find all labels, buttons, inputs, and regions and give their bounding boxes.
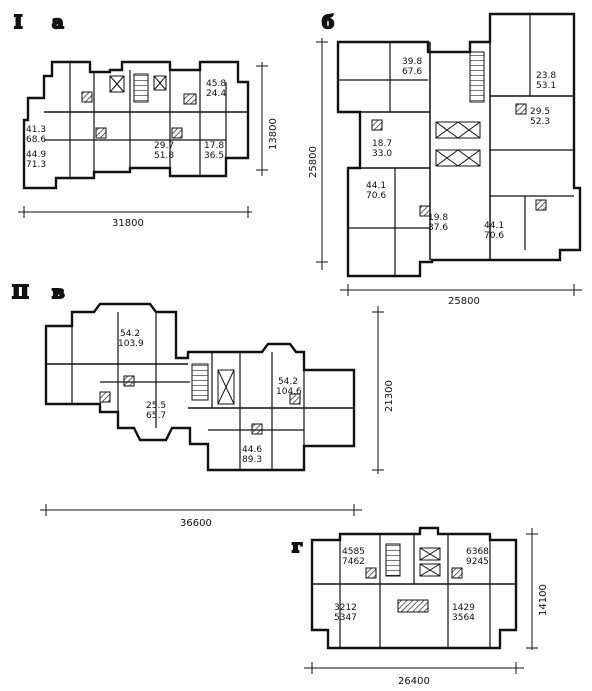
plan-label-a: а: [52, 12, 64, 33]
plan-label-b: б: [322, 12, 334, 33]
area-b-1-living: 39.8: [402, 57, 422, 67]
area-v-4-total: 89.3: [242, 455, 262, 465]
area-a-2-living: 41.3: [26, 125, 46, 135]
area-a-5-living: 17.8: [204, 141, 224, 151]
plan-v-area-labels: 54.2 103.9 54.2 104.6 25.5 65.7 44.6 89.…: [118, 329, 302, 465]
dim-b-depth: 25800: [308, 146, 319, 178]
plan-g-area-labels: 4585 7462 6368 9245 3212 5347 1429 3564: [334, 547, 489, 623]
plan-label-g: г: [292, 536, 303, 557]
area-g-1-total: 7462: [342, 557, 365, 567]
area-v-3-living: 25.5: [146, 401, 166, 411]
area-g-2-total: 9245: [466, 557, 489, 567]
dim-b-width: 25800: [448, 296, 480, 307]
area-b-3-living: 29.5: [530, 107, 550, 117]
dim-v-depth: 21300: [384, 380, 395, 412]
area-a-5-total: 36.5: [204, 151, 224, 161]
area-a-3-living: 44.9: [26, 150, 46, 160]
area-v-1-living: 54.2: [120, 329, 140, 339]
area-b-4-living: 18.7: [372, 139, 392, 149]
plan-g: г 4585 7462 6368 9245 3212 5347 1429 356…: [291, 526, 549, 687]
plan-a-dimensions: [18, 62, 268, 218]
area-b-7-living: 44.1: [484, 221, 504, 231]
area-b-4-total: 33.0: [372, 149, 392, 159]
area-a-3-total: 71.3: [26, 160, 46, 170]
plan-a-outline: [22, 60, 250, 190]
area-b-7-total: 70.6: [484, 231, 504, 241]
area-g-3-total: 5347: [334, 613, 357, 623]
plan-b-dimensions: [316, 38, 582, 296]
area-b-6-total: 37.6: [428, 223, 448, 233]
area-a-1-living: 45.8: [206, 79, 226, 89]
plan-b-area-labels: 39.8 67.6 23.8 53.1 29.5 52.3 18.7 33.0 …: [366, 57, 556, 241]
area-g-3-living: 3212: [334, 603, 357, 613]
area-a-4-living: 29.7: [154, 141, 174, 151]
dim-g-width: 26400: [398, 676, 430, 687]
area-v-2-living: 54.2: [278, 377, 298, 387]
group-label-1: I: [14, 12, 22, 33]
area-a-1-total: 24.4: [206, 89, 226, 99]
area-g-1-living: 4585: [342, 547, 365, 557]
plan-v-dimensions: [40, 306, 384, 516]
area-a-4-total: 51.8: [154, 151, 174, 161]
area-v-3-total: 65.7: [146, 411, 166, 421]
area-g-2-living: 6368: [466, 547, 489, 557]
dim-g-depth: 14100: [538, 584, 549, 616]
group-label-2: II: [12, 282, 29, 303]
area-v-1-total: 103.9: [118, 339, 144, 349]
area-b-2-living: 23.8: [536, 71, 556, 81]
dim-v-width: 36600: [180, 518, 212, 529]
plan-a: I а 45.8 24.4 41.3 68.6 44.9 71.3 29.7: [13, 11, 279, 229]
area-v-4-living: 44.6: [242, 445, 262, 455]
area-b-1-total: 67.6: [402, 67, 422, 77]
area-v-2-total: 104.6: [276, 387, 302, 397]
area-g-4-total: 3564: [452, 613, 475, 623]
plan-label-v: в: [52, 282, 65, 303]
area-b-6-living: 19.8: [428, 213, 448, 223]
area-b-5-total: 70.6: [366, 191, 386, 201]
area-a-2-total: 68.6: [26, 135, 46, 145]
plan-a-area-labels: 45.8 24.4 41.3 68.6 44.9 71.3 29.7 51.8 …: [26, 79, 226, 170]
area-b-3-total: 52.3: [530, 117, 550, 127]
plan-v-outline: [44, 302, 356, 472]
area-b-5-living: 44.1: [366, 181, 386, 191]
dim-a-depth: 13800: [268, 118, 279, 150]
plan-v: II в 54.2 103.9 54.2 104.6 25.5 65.7 44.…: [11, 281, 395, 529]
dim-a-width: 31800: [112, 218, 144, 229]
area-b-2-total: 53.1: [536, 81, 556, 91]
plan-b: б 39.8 67.6 23.8 53.1: [308, 11, 582, 307]
plan-g-dimensions: [304, 528, 538, 674]
area-g-4-living: 1429: [452, 603, 475, 613]
